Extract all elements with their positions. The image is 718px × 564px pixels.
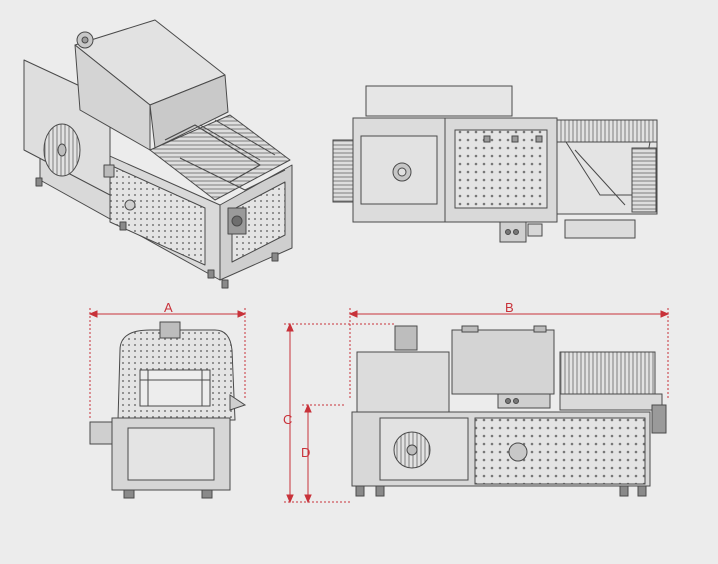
dim-c-label: C [283, 412, 292, 427]
iso-hood-side [149, 74, 229, 149]
front-control-strip [497, 393, 551, 409]
front-perforated-panel [474, 417, 646, 485]
front-film-module [356, 351, 450, 413]
dimension-lines [88, 308, 670, 504]
top-infeed-rollers [332, 139, 356, 203]
iso-guard-frame [164, 124, 261, 183]
front-outfeed [559, 351, 656, 395]
iso-reel-hub [57, 143, 67, 157]
iso-feet [35, 177, 279, 289]
top-discharge-belt [631, 147, 657, 213]
isometric-view [23, 19, 293, 289]
dim-b-label: B [505, 300, 514, 315]
top-outfeed-conveyor [556, 119, 658, 143]
iso-perforated-panel [109, 164, 206, 266]
front-motor [394, 325, 418, 351]
top-perforated-panel [454, 129, 548, 209]
front-feet [355, 485, 647, 497]
dim-d-label: D [301, 445, 310, 460]
end-outfeed-shelf [229, 394, 247, 411]
end-side-box [89, 421, 113, 445]
dim-a-label: A [164, 300, 173, 315]
end-tunnel-opening [139, 369, 211, 407]
end-view [89, 321, 247, 499]
end-feet [123, 489, 213, 499]
top-view [332, 85, 658, 243]
front-view [351, 325, 667, 497]
top-hood-outline [365, 85, 513, 117]
end-motor [159, 321, 181, 339]
front-hood [451, 329, 555, 395]
front-gear-motor [651, 404, 667, 434]
iso-side-perforation [231, 181, 286, 263]
